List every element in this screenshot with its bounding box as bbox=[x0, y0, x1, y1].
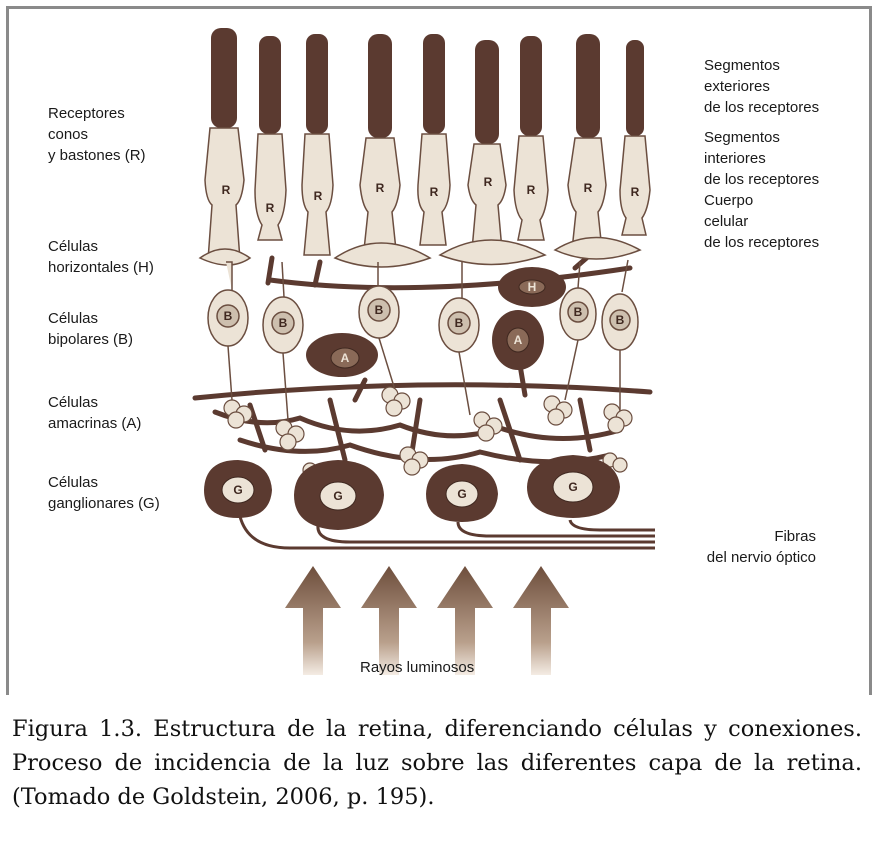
synaptic-cluster bbox=[276, 420, 304, 450]
synaptic-cluster bbox=[474, 412, 502, 441]
label-receptores: Receptores conos y bastones (R) bbox=[48, 103, 146, 166]
figure-caption: Figura 1.3. Estructura de la retina, dif… bbox=[12, 712, 862, 814]
label-cuerpo-celular: Cuerpo celular de los receptores bbox=[704, 190, 819, 253]
rod-outer-segment bbox=[368, 34, 392, 138]
synaptic-cluster bbox=[382, 387, 410, 416]
receptor-cell bbox=[468, 144, 506, 250]
amacrine-letter: A bbox=[514, 333, 523, 347]
label-amacrinas: Células amacrinas (A) bbox=[48, 392, 141, 434]
amacrine-cells bbox=[306, 310, 544, 377]
label-segmentos-interiores: Segmentos interiores de los receptores bbox=[704, 127, 819, 190]
light-arrow bbox=[513, 566, 569, 675]
synaptic-cluster bbox=[604, 404, 632, 433]
receptor-letter: R bbox=[266, 201, 275, 215]
rod-outer-segment bbox=[475, 40, 499, 144]
receptor-letter: R bbox=[484, 175, 493, 189]
rod-outer-segment bbox=[211, 28, 237, 128]
bipolar-letter: B bbox=[224, 309, 233, 323]
receptor-outer-segments bbox=[211, 28, 644, 144]
rod-outer-segment bbox=[626, 40, 644, 136]
amacrine-letter: A bbox=[341, 351, 350, 365]
ganglion-letter: G bbox=[233, 483, 242, 497]
bipolar-letter: B bbox=[616, 313, 625, 327]
rod-outer-segment bbox=[306, 34, 328, 134]
receptor-letter: R bbox=[222, 183, 231, 197]
receptor-letter: R bbox=[430, 185, 439, 199]
bipolar-cell bbox=[560, 262, 596, 400]
label-horizontales: Células horizontales (H) bbox=[48, 236, 154, 278]
receptor-letter: R bbox=[376, 181, 385, 195]
bipolar-cell bbox=[263, 262, 303, 420]
light-arrow bbox=[285, 566, 341, 675]
horizontal-processes bbox=[268, 255, 630, 288]
bipolar-letter: B bbox=[375, 303, 384, 317]
label-rayos-luminosos: Rayos luminosos bbox=[360, 657, 474, 678]
bipolar-letter: B bbox=[455, 316, 464, 330]
receptor-cell bbox=[255, 134, 286, 240]
label-fibras-nervio-optico: Fibras del nervio óptico bbox=[678, 526, 816, 568]
rod-outer-segment bbox=[576, 34, 600, 138]
rod-outer-segment bbox=[423, 34, 445, 134]
label-bipolares: Células bipolares (B) bbox=[48, 308, 133, 350]
horizontal-letter: H bbox=[528, 280, 537, 294]
synaptic-cluster bbox=[544, 396, 572, 425]
bipolar-letter: B bbox=[574, 305, 583, 319]
amacrine-plexus bbox=[195, 365, 650, 465]
bipolar-letter: B bbox=[279, 316, 288, 330]
label-ganglionares: Células ganglionares (G) bbox=[48, 472, 160, 514]
receptor-letter: R bbox=[584, 181, 593, 195]
label-segmentos-exteriores: Segmentos exteriores de los receptores bbox=[704, 55, 819, 118]
synaptic-cluster bbox=[400, 447, 428, 475]
bipolar-cell bbox=[208, 262, 248, 400]
receptor-letter: R bbox=[631, 185, 640, 199]
receptor-letter: R bbox=[314, 189, 323, 203]
rod-outer-segment bbox=[259, 36, 281, 134]
ganglion-letter: G bbox=[457, 487, 466, 501]
ganglion-letter: G bbox=[568, 480, 577, 494]
ganglion-letter: G bbox=[333, 489, 342, 503]
receptor-letter: R bbox=[527, 183, 536, 197]
rod-outer-segment bbox=[520, 36, 542, 136]
bipolar-cells bbox=[208, 260, 638, 420]
